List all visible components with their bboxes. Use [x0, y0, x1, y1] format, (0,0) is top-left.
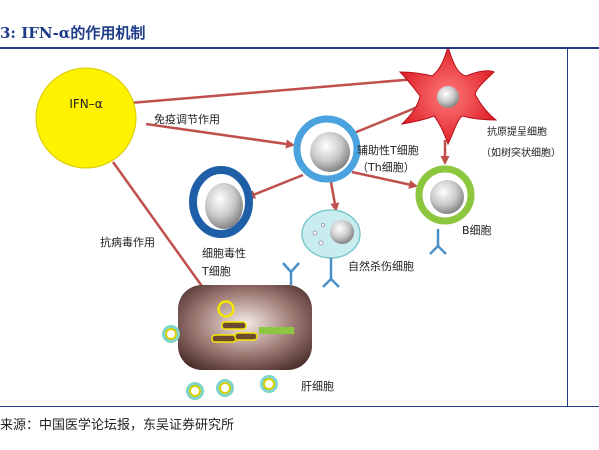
- virus-particles: [162, 325, 278, 400]
- b-cell-label: B细胞: [462, 224, 492, 237]
- helper-t-label-line2: （Th细胞）: [357, 161, 415, 174]
- ifn-alpha-label: IFN–α: [69, 97, 102, 111]
- arrow-th-to-nk: [329, 181, 340, 212]
- arrow-th-to-apc: [353, 102, 427, 135]
- arrow-th-to-b: [351, 170, 418, 189]
- antiviral-label: 抗病毒作用: [100, 235, 155, 249]
- cytotoxic-t-cell-node: 细胞毒性 T细胞: [189, 166, 253, 278]
- arrow-ifn-to-th: [145, 122, 295, 149]
- cytotoxic-t-label-line1: 细胞毒性: [202, 246, 246, 260]
- ifn-alpha-node: IFN–α: [35, 67, 137, 169]
- b-cell-node: B细胞: [415, 165, 492, 255]
- immune-regulation-label: 免疫调节作用: [154, 112, 220, 126]
- arrow-ifn-to-liver: [111, 161, 216, 305]
- virus-particle: [260, 375, 278, 393]
- antibody-icon-free: [282, 262, 300, 285]
- apc-node: 抗原提呈细胞 （如树突状细胞）: [398, 49, 561, 159]
- figure-source: 来源：中国医学论坛报，东吴证券研究所: [0, 418, 235, 433]
- liver-cell-node: 肝细胞: [178, 285, 334, 393]
- arrow-th-to-ctl: [246, 173, 304, 199]
- virus-particle: [186, 382, 204, 400]
- ifn-mechanism-diagram: IFN–α 抗原提呈细胞 （如树突状细胞） 辅助性T细胞 （Th细胞） 细胞毒性…: [35, 49, 561, 400]
- arrow-ifn-to-apc: [129, 75, 418, 105]
- cytotoxic-t-label-line2: T细胞: [201, 265, 231, 278]
- arrows: [111, 75, 450, 305]
- virus-particle: [162, 325, 180, 343]
- frame-top-rule: [0, 47, 599, 49]
- helper-t-label-line1: 辅助性T细胞: [357, 143, 419, 157]
- liver-cell-label: 肝细胞: [301, 380, 334, 393]
- nk-receptor-icon: [322, 258, 340, 288]
- nk-cell-node: 自然杀伤细胞: [301, 209, 414, 288]
- helper-t-cell-node: 辅助性T细胞 （Th细胞）: [293, 115, 419, 183]
- nk-cell-label: 自然杀伤细胞: [348, 259, 414, 273]
- apc-label-line1: 抗原提呈细胞: [487, 125, 547, 138]
- figure-title: 3: IFN-α的作用机制: [0, 24, 146, 42]
- frame-right-rule: [567, 49, 568, 406]
- apc-label-line2: （如树突状细胞）: [481, 146, 561, 159]
- virus-particle: [216, 379, 234, 397]
- frame-bottom-rule: [0, 406, 599, 407]
- antibody-icon: [429, 229, 447, 255]
